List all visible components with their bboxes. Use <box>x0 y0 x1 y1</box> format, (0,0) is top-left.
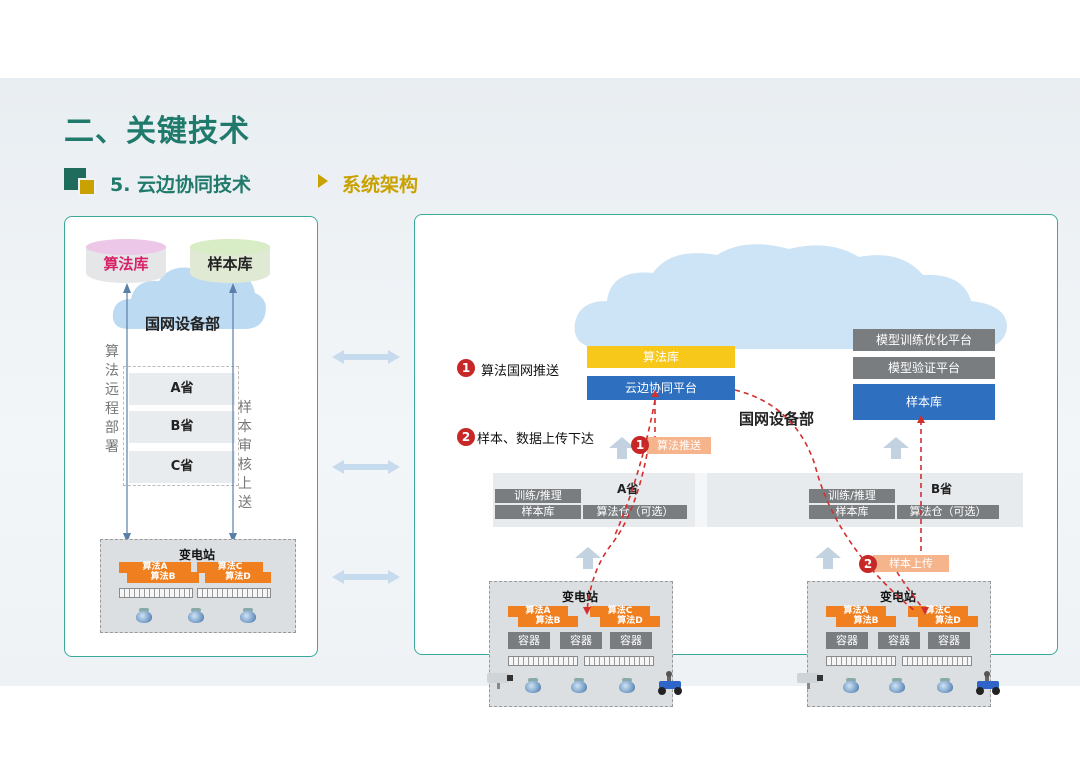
camera-icon <box>524 678 542 694</box>
cctv-camera-icon <box>485 671 521 691</box>
b-rack-2 <box>902 656 972 666</box>
left-substation-title: 变电站 <box>179 546 215 563</box>
data-flow-lines <box>415 215 1059 656</box>
camera-icon <box>618 678 636 694</box>
section-square-icon <box>64 168 98 196</box>
double-arrow-icon <box>332 349 400 365</box>
left-panel: 算法库 样本库 国网设备部 A省 B省 C省 算法远程部署 样本审核上送 变电站… <box>64 216 318 657</box>
double-arrow-icon <box>332 569 400 585</box>
algo-remote-deploy-label: 算法远程部署 <box>103 343 121 457</box>
a-rack-2 <box>584 656 654 666</box>
double-arrow-icon <box>332 459 400 475</box>
slide: 二、关键技术 5. 云边协同技术 系统架构 算法库 样本库 国网设备部 A省 B… <box>0 78 1080 686</box>
b-rack-1 <box>826 656 896 666</box>
subtitle: 5. 云边协同技术 <box>110 170 251 197</box>
left-substation: 变电站 算法A 算法B 算法C 算法D <box>100 539 296 633</box>
page-title: 二、关键技术 <box>64 106 250 150</box>
camera-icon <box>888 678 906 694</box>
camera-icon <box>135 608 153 624</box>
camera-icon <box>570 678 588 694</box>
a-rack-1 <box>508 656 578 666</box>
inspection-robot-icon <box>971 671 1005 695</box>
cctv-camera-icon <box>795 671 831 691</box>
section-label: 系统架构 <box>342 170 418 197</box>
camera-icon <box>842 678 860 694</box>
play-triangle-icon <box>318 174 328 188</box>
camera-icon <box>239 608 257 624</box>
left-algo-b: 算法B <box>127 572 199 583</box>
camera-icon <box>187 608 205 624</box>
inspection-robot-icon <box>653 671 687 695</box>
left-algo-d: 算法D <box>205 572 271 583</box>
camera-icon <box>936 678 954 694</box>
right-panel: 1 算法国网推送 2 样本、数据上传下达 算法库 云边协同平台 国网设备部 模型… <box>414 214 1058 655</box>
left-rack-1 <box>119 588 193 598</box>
sample-review-upload-label: 样本审核上送 <box>236 399 254 513</box>
left-rack-2 <box>197 588 271 598</box>
